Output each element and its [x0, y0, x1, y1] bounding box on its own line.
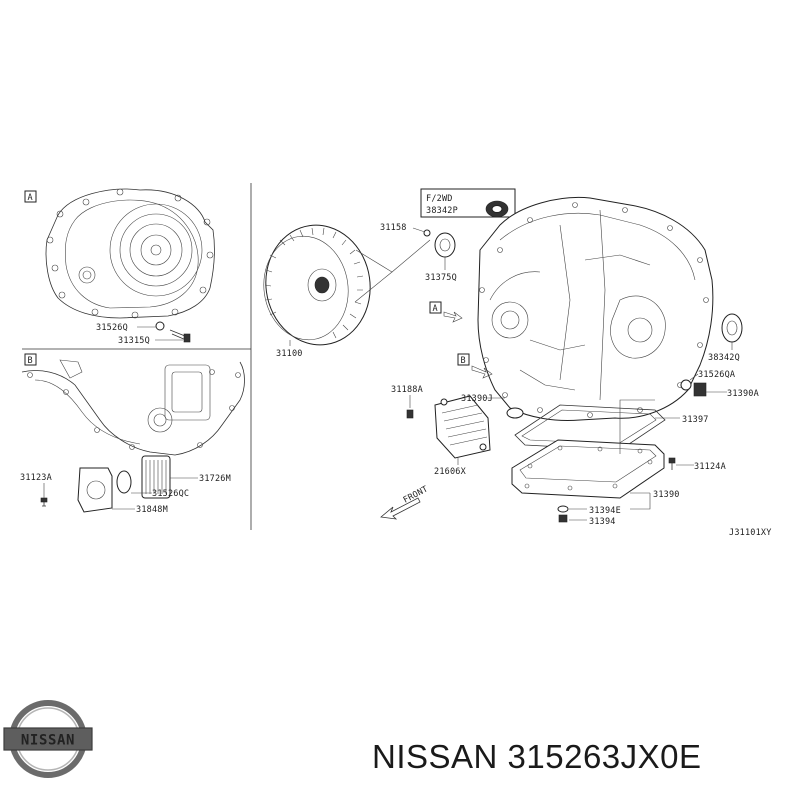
housing-b-outline	[21, 361, 245, 456]
logo-text: NISSAN	[21, 733, 75, 749]
housing-outline	[45, 188, 215, 319]
seal-38342p-inner	[491, 205, 503, 213]
housing-b-tab	[59, 359, 83, 379]
housing-b-bolts	[27, 369, 241, 450]
box-b-main-label: B	[461, 356, 466, 366]
label-31124a: 31124A	[694, 462, 726, 472]
bolt-31315q-shank	[169, 329, 187, 341]
label-31390j: 31390J	[461, 394, 493, 404]
label-31375q: 31375Q	[425, 273, 457, 283]
housing-b-bore-inner	[153, 413, 167, 427]
label-38342q: 38342Q	[708, 353, 740, 363]
leader-31526qa	[689, 373, 699, 381]
fitting-31390a	[693, 382, 707, 397]
washer-31394e	[557, 505, 569, 513]
bolt-31188a	[406, 409, 414, 419]
label-31726m: 31726M	[199, 474, 231, 484]
oil-pan-bolts	[524, 445, 653, 491]
label-31315q: 31315Q	[118, 336, 150, 346]
box-b-main	[457, 353, 470, 366]
label-31394: 31394	[589, 517, 616, 527]
seal-38342q	[721, 313, 743, 343]
label-31390a: 31390A	[727, 389, 759, 399]
housing-hub	[140, 234, 172, 266]
bolt-31123a-head	[40, 497, 48, 503]
housing-ring-inner	[129, 223, 183, 277]
oil-cooler-21606x	[434, 395, 491, 459]
box-b-top	[24, 353, 37, 366]
gasket-31397	[514, 404, 666, 451]
housing-b-bore	[147, 407, 173, 433]
valve-housing-inner	[171, 371, 203, 413]
leader-pan-stack	[619, 399, 655, 454]
logo-bar	[3, 727, 93, 751]
box-a-main-label: A	[433, 304, 438, 314]
diagram-code: J31101XY	[729, 528, 772, 538]
housing-center	[150, 244, 162, 256]
housing-port	[78, 266, 96, 284]
oring-31158	[423, 229, 431, 237]
label-31848m: 31848M	[136, 505, 168, 515]
leader-31158	[412, 227, 426, 233]
panel-a: A 31526Q 31315Q	[24, 188, 215, 346]
transaxle-case	[477, 196, 714, 421]
label-31397: 31397	[682, 415, 709, 425]
label-31526qc: 31526QC	[152, 489, 189, 499]
label-31390: 31390	[653, 490, 680, 500]
housing-bolt-holes	[46, 188, 214, 319]
leader-31394e-bracket	[630, 493, 651, 510]
cover-31848m	[77, 467, 113, 513]
inset-line1: F/2WD	[426, 194, 453, 204]
leader-group-seal	[391, 239, 431, 273]
bolt-31124a-head	[668, 457, 676, 464]
filter-31726m	[141, 455, 171, 499]
oring-31526qc	[116, 470, 132, 494]
label-31526qa: 31526QA	[698, 370, 735, 380]
nissan-logo: NISSAN	[3, 700, 93, 778]
front-arrow	[380, 497, 421, 520]
housing-b-contour	[34, 379, 141, 445]
torque-converter-31100	[263, 224, 371, 346]
oil-pan-31390	[511, 439, 665, 499]
filter-ribs	[145, 460, 167, 494]
gasket-31397-inner	[521, 409, 657, 445]
housing-ring-outer	[109, 203, 203, 297]
housing-port-inner	[82, 270, 92, 280]
housing-inner-line	[64, 199, 199, 309]
arrow-view-a	[443, 311, 463, 323]
gasket-31390j	[506, 407, 524, 419]
seal-31375q	[434, 232, 456, 258]
label-31188a: 31188A	[391, 385, 423, 395]
box-a-main	[429, 301, 442, 314]
label-31158: 31158	[380, 223, 407, 233]
box-b-top-label: B	[28, 356, 33, 366]
label-31526q: 31526Q	[96, 323, 128, 333]
plug-31394	[558, 514, 568, 523]
panel-main: 31100 31158 31375Q F/2WD 38342P	[263, 188, 772, 538]
panel-b: B 31123A 31726M 31526QC	[20, 353, 245, 515]
front-label: FRONT	[402, 484, 430, 505]
label-31100: 31100	[276, 349, 303, 359]
seal-38342q-inner	[726, 320, 738, 336]
arrow-view-b	[471, 365, 493, 379]
seal-31375q-inner	[439, 238, 451, 252]
label-31123a: 31123A	[20, 473, 52, 483]
plug-31526q	[155, 321, 165, 331]
oring-31526qa	[680, 379, 692, 391]
valve-housing	[164, 364, 211, 421]
label-31394e: 31394E	[589, 506, 621, 516]
box-a-top-label: A	[28, 193, 33, 203]
part-number-title: NISSAN 315263JX0E	[372, 738, 702, 775]
cover-bore	[86, 480, 106, 500]
box-a-top	[24, 190, 37, 203]
label-21606x: 21606X	[434, 467, 467, 477]
bolt-31315q-head	[183, 333, 191, 343]
inset-line2: 38342P	[426, 206, 458, 216]
housing-ring-mid	[119, 213, 193, 287]
